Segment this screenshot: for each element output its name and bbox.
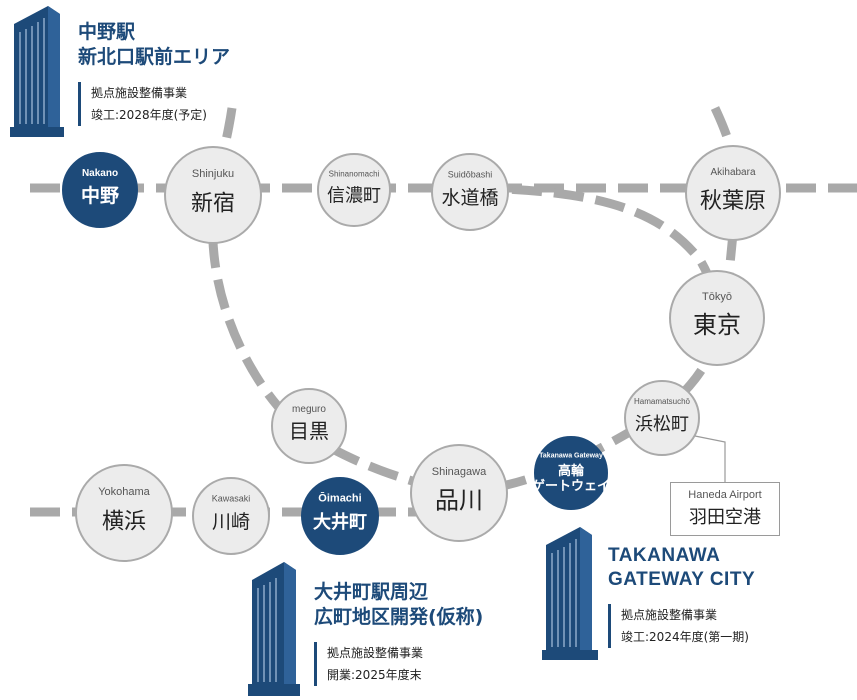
station-name-en: meguro — [292, 404, 326, 415]
station-shinanomachi: Shinanomachi 信濃町 — [317, 153, 391, 227]
station-circle — [685, 145, 781, 241]
station-circle — [271, 388, 347, 464]
project-oimachi-info-2: 開業:2025年度末 — [327, 668, 422, 682]
station-shinjuku: Shinjuku 新宿 — [164, 146, 262, 244]
yamanote-south — [454, 326, 725, 497]
building-tower-icon — [10, 6, 64, 137]
project-takanawa: TAKANAWA GATEWAY CITY 拠点施設整備事業 竣工:2024年度… — [608, 544, 848, 648]
station-name-en: Akihabara — [710, 167, 755, 178]
station-circle — [534, 436, 608, 510]
station-name-ja: 品川 — [435, 486, 483, 514]
station-name-ja: 東京 — [693, 311, 741, 339]
station-name-ja: 信濃町 — [327, 186, 381, 207]
station-name-en: Shinagawa — [432, 466, 487, 478]
project-nakano-info: 拠点施設整備事業 竣工:2028年度(予定) — [78, 82, 298, 126]
project-takanawa-info-2: 竣工:2024年度(第一期) — [621, 630, 749, 644]
station-name-ja: 新宿 — [191, 191, 235, 216]
station-name-en: Shinjuku — [192, 168, 234, 180]
station-yokohama: Yokohama 横浜 — [75, 464, 173, 562]
building-tower-icon — [248, 562, 300, 696]
station-name-ja: 秋葉原 — [700, 189, 766, 214]
project-oimachi-title-2: 広町地区開発(仮称) — [314, 606, 484, 628]
station-name-ja: 目黒 — [289, 419, 329, 443]
station-name-en: Yokohama — [98, 486, 150, 498]
station-shinagawa: Shinagawa 品川 — [410, 444, 508, 542]
station-circle — [301, 477, 379, 555]
station-name-en: Tōkyō — [702, 291, 732, 303]
project-nakano-title-1: 中野駅 — [78, 21, 136, 43]
station-meguro: meguro 目黒 — [271, 388, 347, 464]
project-takanawa-info: 拠点施設整備事業 竣工:2024年度(第一期) — [608, 604, 848, 648]
sobu-curve — [469, 183, 725, 321]
station-name-ja: 浜松町 — [635, 414, 689, 435]
station-name-ja: 横浜 — [102, 509, 146, 534]
project-takanawa-info-1: 拠点施設整備事業 — [621, 608, 718, 622]
station-kawasaki: Kawasaki 川崎 — [192, 477, 270, 555]
project-oimachi: 大井町駅周辺 広町地区開発(仮称) 拠点施設整備事業 開業:2025年度末 — [314, 580, 554, 686]
station-name-ja: 高輪 — [558, 463, 585, 479]
station-suidobashi: Suidōbashi 水道橋 — [431, 153, 509, 231]
station-name-en: Takanawa Gateway — [539, 452, 603, 459]
project-nakano-info-2: 竣工:2028年度(予定) — [91, 108, 207, 122]
project-takanawa-title-1: TAKANAWA — [608, 545, 721, 566]
building-tower-icon — [542, 527, 598, 660]
station-name-ja: 川崎 — [212, 511, 250, 533]
project-nakano: 中野駅 新北口駅前エリア 拠点施設整備事業 竣工:2028年度(予定) — [78, 20, 298, 126]
station-name-en: Nakano — [82, 168, 118, 179]
project-oimachi-info: 拠点施設整備事業 開業:2025年度末 — [314, 642, 554, 686]
haneda-connector — [689, 434, 726, 482]
station-nakano: Nakano 中野 — [62, 152, 138, 228]
station-name-ja: 水道橋 — [441, 187, 498, 209]
station-name-en: Kawasaki — [212, 494, 251, 504]
station-name-en: Suidōbashi — [448, 170, 493, 180]
station-name-en: Ōimachi — [318, 493, 361, 505]
station-circle — [164, 146, 262, 244]
project-nakano-info-1: 拠点施設整備事業 — [91, 86, 188, 100]
haneda-airport-en: Haneda Airport — [688, 489, 762, 501]
station-circle — [669, 270, 765, 366]
station-circle — [431, 153, 509, 231]
project-oimachi-info-1: 拠点施設整備事業 — [327, 646, 424, 660]
shinjuku-north — [210, 107, 237, 188]
station-name-ja: 大井町 — [313, 511, 367, 533]
station-circle — [62, 152, 138, 228]
station-name-en: Hamamatsuchō — [634, 397, 691, 406]
station-name-en: Shinanomachi — [329, 169, 380, 178]
station-tokyo: Tōkyō 東京 — [669, 270, 765, 366]
station-circle — [75, 464, 173, 562]
station-name-ja-line2: ゲートウェイ — [532, 478, 610, 494]
project-takanawa-title-2: GATEWAY CITY — [608, 569, 756, 590]
station-circle — [624, 380, 700, 456]
station-circle — [192, 477, 270, 555]
station-hamamatsucho: Hamamatsuchō 浜松町 — [624, 380, 700, 456]
project-oimachi-title-1: 大井町駅周辺 — [314, 581, 429, 603]
haneda-airport-ja: 羽田空港 — [689, 507, 761, 528]
project-nakano-title-2: 新北口駅前エリア — [78, 46, 231, 68]
haneda-airport-box: Haneda Airport 羽田空港 — [670, 482, 780, 536]
stations: Nakano 中野 Shinjuku 新宿 Shinanomachi 信濃町 Suidōba… — [62, 145, 781, 562]
station-akihabara: Akihabara 秋葉原 — [685, 145, 781, 241]
station-oimachi: Ōimachi 大井町 — [301, 477, 379, 555]
station-circle — [317, 153, 391, 227]
station-name-ja: 中野 — [81, 184, 119, 207]
station-circle — [410, 444, 508, 542]
